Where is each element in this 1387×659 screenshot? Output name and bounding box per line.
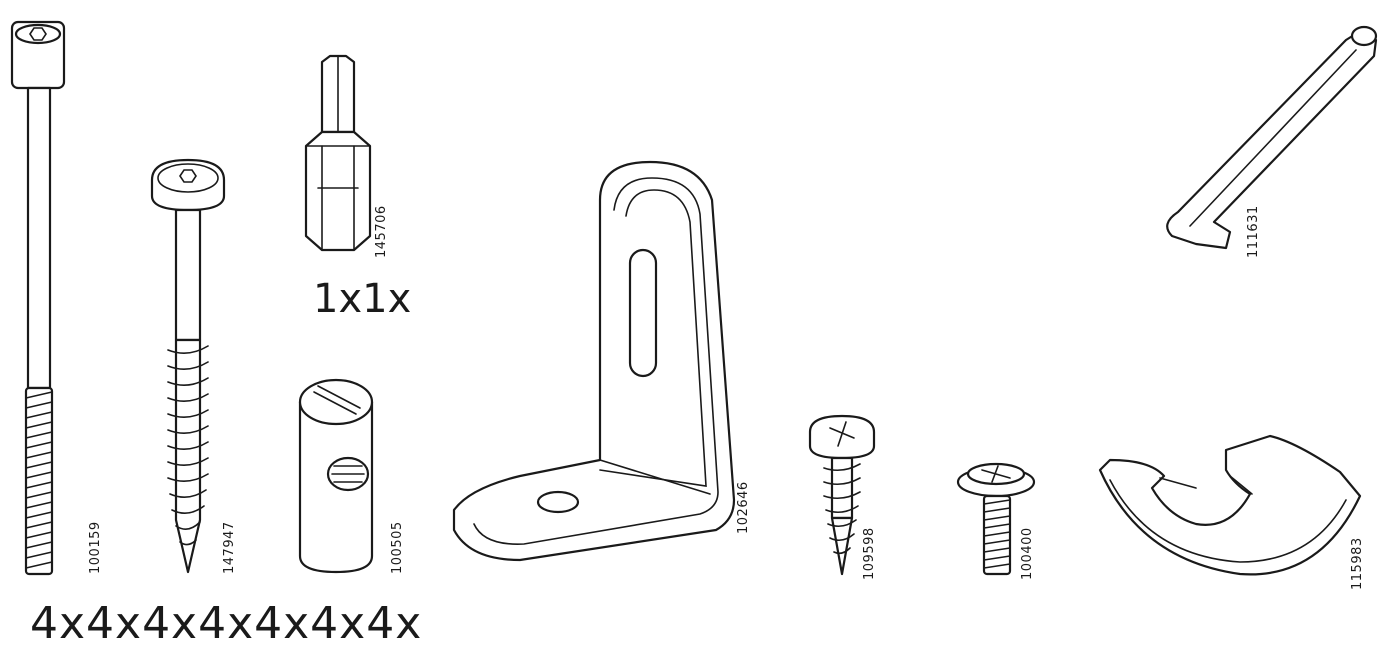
cable-clip-icon <box>1098 434 1362 576</box>
part-number-phillips-screw: 109598 <box>862 527 877 580</box>
part-number-angle-bracket: 102646 <box>736 481 751 534</box>
angle-bracket-icon <box>452 160 736 562</box>
barrel-nut-icon <box>298 378 374 574</box>
part-number-hex-bit: 145706 <box>374 205 389 258</box>
hex-bit-icon <box>304 54 372 252</box>
phillips-screw-icon <box>808 414 876 576</box>
part-number-machine-screw: 100400 <box>1020 527 1035 580</box>
bit-quantity-label: 1x1x <box>313 276 412 322</box>
long-bolt-icon <box>10 20 66 576</box>
part-number-wood-screw: 147947 <box>222 521 237 574</box>
part-number-barrel-nut: 100505 <box>390 521 405 574</box>
part-number-cable-clip: 115983 <box>1350 537 1365 590</box>
allen-key-icon <box>1166 25 1378 250</box>
machine-screw-icon <box>956 462 1036 576</box>
wood-screw-icon <box>150 158 226 574</box>
part-number-allen-key: 111631 <box>1246 205 1261 258</box>
part-number-long-bolt: 100159 <box>88 521 103 574</box>
hardware-quantity-label: 4x4x4x4x4x4x4x <box>30 598 423 649</box>
